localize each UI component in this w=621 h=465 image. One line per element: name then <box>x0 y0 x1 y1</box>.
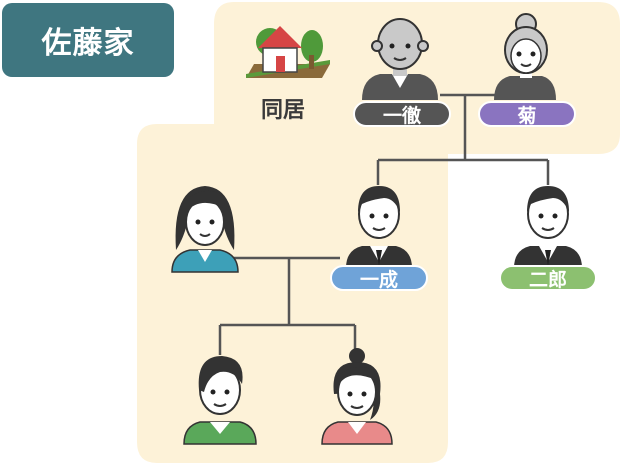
house-icon <box>246 26 330 78</box>
daughter-icon <box>321 348 393 445</box>
father-icon <box>346 186 412 268</box>
uncle-name-label: 二郎 <box>499 265 597 291</box>
cohabitation-label: 同居 <box>260 98 305 123</box>
son-icon <box>183 356 257 445</box>
grandfather-icon <box>362 18 438 100</box>
grandfather-name-label: 一徹 <box>353 101 451 127</box>
grandmother-icon <box>494 13 556 100</box>
family-title: 佐藤家 <box>2 3 174 77</box>
uncle-icon <box>514 186 582 268</box>
father-name-label: 一成 <box>330 265 428 291</box>
mother-icon <box>171 186 239 273</box>
grandmother-name-label: 菊 <box>478 101 576 127</box>
